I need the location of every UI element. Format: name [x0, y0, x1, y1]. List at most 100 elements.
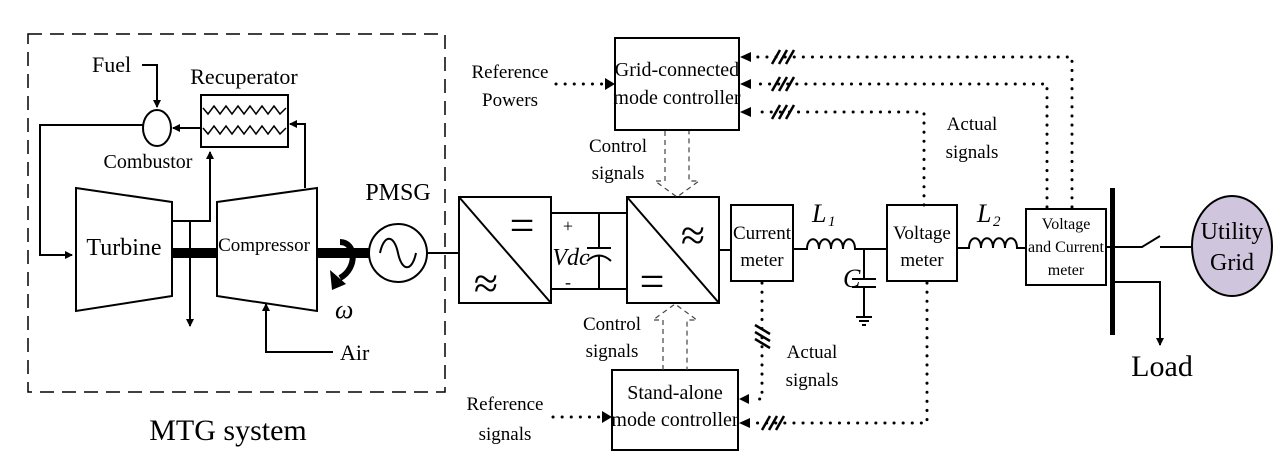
inverter-ac-symbol: ≈ — [681, 211, 705, 260]
feedback-arrowhead-1 — [740, 52, 751, 62]
feedback-line-3 — [754, 110, 926, 207]
fuel-label: Fuel — [92, 52, 131, 77]
control-signals-bottom-label: Control — [583, 314, 641, 335]
reference-powers-label-2: Powers — [482, 90, 538, 111]
shaft-compressor-pmsg — [317, 248, 369, 258]
l1-label: L — [811, 199, 826, 228]
bus-slash-2a — [770, 76, 782, 92]
rotation-arrow-icon — [338, 239, 356, 281]
compressor — [216, 186, 318, 313]
current-meter-label-2: meter — [740, 250, 784, 271]
bus-to-load — [1113, 281, 1164, 346]
compressor-to-recuperator — [289, 120, 306, 188]
bus-slash-3c — [784, 104, 796, 120]
inverter-dc-symbol: = — [640, 257, 665, 306]
rectifier-dc-symbol: = — [510, 201, 535, 250]
feedback-line-2 — [754, 82, 1049, 209]
bus-slash-1b — [777, 49, 789, 65]
bus-to-switch — [1113, 235, 1161, 248]
l2-subscript: 2 — [993, 214, 1001, 230]
dc-plus: + — [563, 216, 573, 236]
reference-powers-label: Reference — [472, 62, 549, 83]
bus-slash-4c — [754, 337, 771, 350]
pmsg-label: PMSG — [365, 180, 430, 206]
l2-label: L — [976, 199, 991, 228]
air-line — [262, 303, 333, 353]
voltage-current-meter-label-3: meter — [1048, 262, 1085, 279]
utility-grid — [1191, 195, 1273, 297]
bus-slash-4b — [754, 330, 771, 343]
l2-inductor — [957, 237, 1026, 249]
bus-slash-1a — [770, 49, 782, 65]
turbine — [75, 186, 173, 313]
utility-grid-label: Utility — [1201, 219, 1264, 245]
voltage-meter — [886, 204, 958, 282]
control-signals-top-label: Control — [589, 136, 647, 157]
grid-connected-controller — [614, 37, 740, 131]
dc-capacitor — [586, 213, 612, 289]
load-label: Load — [1131, 350, 1193, 383]
turbine-exhaust-to-recuperator — [172, 151, 214, 222]
l1-subscript: 1 — [828, 214, 836, 230]
bus-slash-3b — [777, 104, 789, 120]
rectifier-ac-symbol: ≈ — [474, 259, 498, 308]
control-signals-bottom-arrow — [651, 303, 699, 370]
current-meter-label: Current — [733, 223, 792, 244]
recuperator-coil-top — [202, 104, 287, 116]
reference-signals-arrowhead — [602, 411, 612, 423]
inverter-diagonal — [626, 196, 720, 304]
actual-signals-top-label-2: signals — [946, 142, 999, 163]
l1-inductor — [793, 238, 887, 250]
voltage-current-meter-label-2: and Current — [1028, 239, 1105, 256]
feedback-line-5 — [754, 281, 929, 425]
bus-slash-3a — [770, 104, 782, 120]
fuel-line — [142, 64, 161, 108]
current-meter — [730, 204, 794, 282]
grid-connected-controller-label: Grid-connected — [615, 59, 739, 81]
bus-bar — [1110, 188, 1115, 335]
utility-grid-label-2: Grid — [1210, 250, 1254, 276]
stand-alone-controller — [611, 369, 739, 451]
actual-signals-top-label: Actual — [947, 114, 998, 135]
dc-minus: - — [565, 272, 571, 292]
ground-icon — [856, 316, 872, 326]
bus-slash-5b — [767, 415, 779, 431]
rectifier-diagonal — [458, 196, 552, 304]
combustor-label: Combustor — [104, 151, 193, 173]
actual-signals-bottom-label: Actual — [787, 342, 838, 363]
rotation-arrowhead — [330, 270, 346, 290]
vdc-label: Vdc — [552, 245, 590, 271]
recuperator — [200, 94, 289, 148]
grid-connected-controller-label-2: mode controller — [613, 87, 741, 109]
bus-slash-2b — [777, 76, 789, 92]
combustor-to-turbine — [39, 124, 143, 259]
voltage-current-meter — [1025, 208, 1107, 286]
bus-slash-4a — [754, 323, 771, 336]
mtg-system-label: MTG system — [149, 414, 307, 447]
feedback-arrowhead-2 — [740, 79, 751, 89]
filter-capacitor — [852, 249, 876, 317]
stand-alone-controller-label: Stand-alone — [627, 382, 723, 404]
bus-slash-1c — [784, 49, 796, 65]
ac-sine-icon — [379, 237, 417, 269]
reference-signals-label-2: signals — [479, 424, 532, 445]
control-signals-top-arrow — [653, 131, 701, 198]
actual-signals-bottom-label-2: signals — [786, 370, 839, 391]
bus-slash-5c — [774, 415, 786, 431]
combustor — [142, 109, 172, 147]
feedback-arrowhead-5 — [739, 418, 750, 428]
recuperator-label: Recuperator — [190, 64, 298, 89]
air-label: Air — [340, 340, 370, 365]
feedback-arrowhead-3 — [740, 107, 751, 117]
stand-alone-controller-label-2: mode controller — [611, 409, 739, 431]
voltage-meter-label: Voltage — [893, 223, 951, 244]
mtg-system-boundary — [27, 33, 446, 393]
turbine-label: Turbine — [86, 235, 161, 261]
voltage-current-meter-label: Voltage — [1042, 216, 1091, 233]
bus-slash-5a — [760, 415, 772, 431]
reference-powers-arrowhead — [605, 78, 615, 90]
voltage-meter-label-2: meter — [900, 250, 944, 271]
reference-signals-label: Reference — [467, 394, 544, 415]
control-signals-bottom-label-2: signals — [586, 341, 639, 362]
